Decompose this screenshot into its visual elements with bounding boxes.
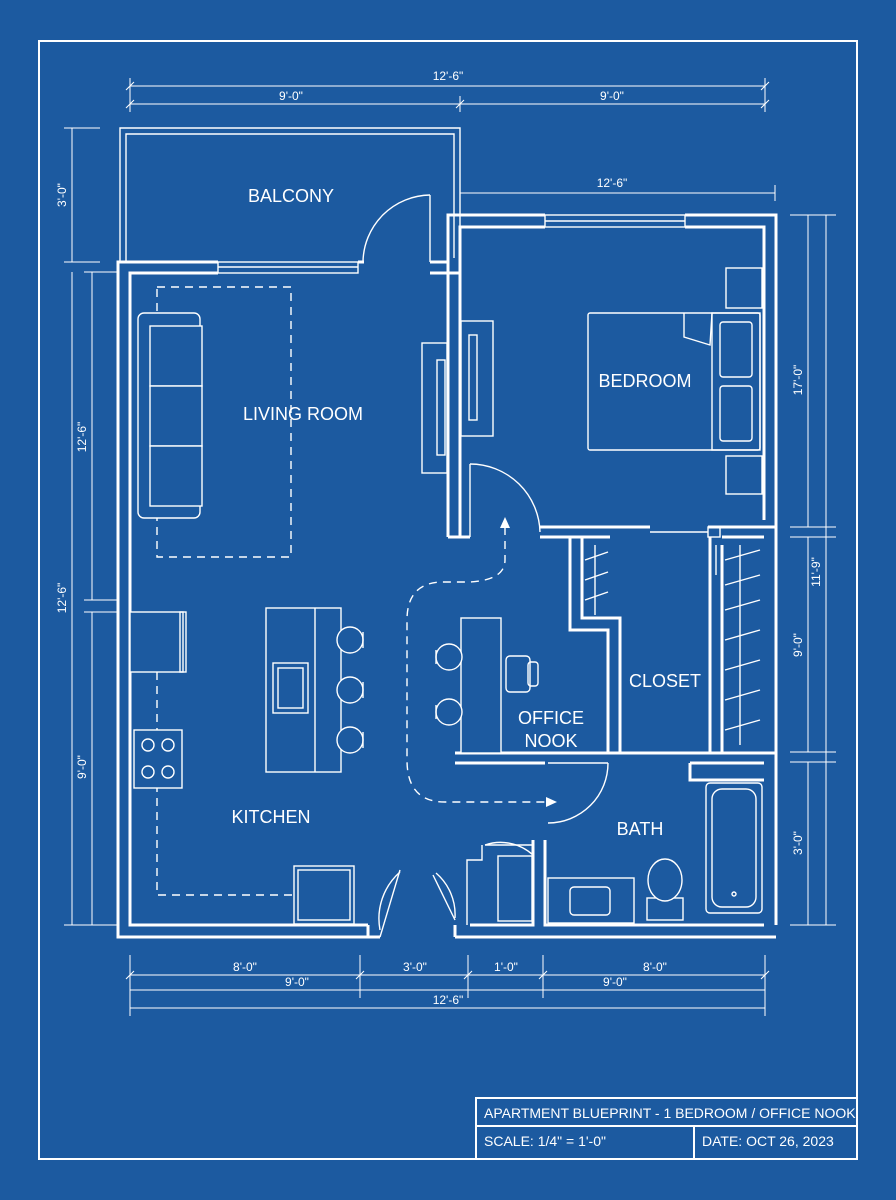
dim-bottom-bath: 8'-0": [643, 960, 667, 974]
bedroom-label: BEDROOM: [598, 371, 691, 391]
title-block: APARTMENT BLUEPRINT - 1 BEDROOM / OFFICE…: [475, 1097, 858, 1160]
dim-top-total: 12'-6": [433, 69, 464, 83]
dim-left-balcony: 3'-0": [55, 183, 69, 207]
dim-bedroom-width: 12'-6": [597, 176, 628, 190]
bath-fixtures: [497, 782, 763, 924]
office-nook-label-line1: OFFICE: [518, 708, 584, 728]
closet-label: CLOSET: [629, 671, 701, 691]
title-block-title: APARTMENT BLUEPRINT - 1 BEDROOM / OFFICE…: [484, 1105, 856, 1121]
title-block-scale: SCALE: 1/4" = 1'-0": [484, 1133, 606, 1149]
closet-fixtures: [584, 545, 761, 745]
dim-top-left: 9'-0": [279, 89, 303, 103]
dimension-lines: [64, 78, 836, 1016]
dim-bottom-hall: 1'-0": [494, 960, 518, 974]
walls: [116, 127, 778, 939]
dim-bottom-total: 12'-6": [433, 993, 464, 1007]
dim-right-closet: 11'-9": [809, 557, 823, 587]
kitchen-furniture: [129, 607, 364, 925]
dim-bottom-entry: 3'-0": [403, 960, 427, 974]
doors: [362, 194, 721, 938]
bedroom-furniture: [587, 267, 763, 495]
dim-bottom-left-sub: 9'-0": [285, 975, 309, 989]
living-furniture: [137, 286, 494, 558]
dim-right-bedroom: 17'-0": [791, 365, 805, 396]
bath-label: BATH: [617, 819, 664, 839]
dim-right-bath: 3'-0": [791, 831, 805, 855]
balcony-label: BALCONY: [248, 186, 334, 206]
dim-bottom-kitchen: 8'-0": [233, 960, 257, 974]
office-furniture: [435, 617, 539, 754]
dim-left-living: 12'-6": [75, 422, 89, 453]
kitchen-label: KITCHEN: [231, 807, 310, 827]
office-nook-label-line2: NOOK: [524, 731, 577, 751]
dim-left-lower: 12'-6": [55, 583, 69, 614]
dim-top-right: 9'-0": [600, 89, 624, 103]
windows: [217, 214, 686, 274]
sheet-border: [38, 40, 858, 1160]
title-block-date: DATE: OCT 26, 2023: [702, 1133, 834, 1149]
dim-left-kitchen: 9'-0": [75, 755, 89, 779]
circulation-path: [406, 517, 557, 807]
dim-bottom-right-sub: 9'-0": [603, 975, 627, 989]
living-room-label: LIVING ROOM: [243, 404, 363, 424]
dim-right-nook: 9'-0": [791, 633, 805, 657]
